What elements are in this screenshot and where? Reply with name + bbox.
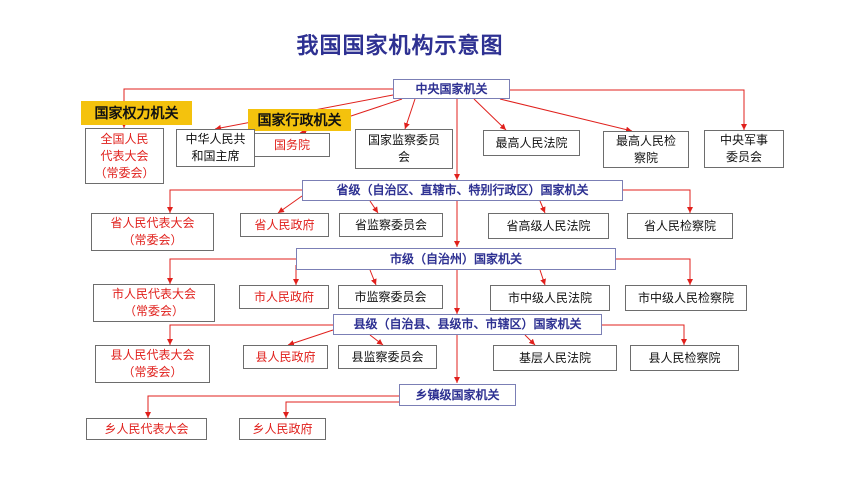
provincial-organs-header: 省级（自治区、直辖市、特别行政区）国家机关 bbox=[302, 180, 623, 201]
connector-central-procuratorate bbox=[499, 98, 633, 133]
county-procuratorate-box: 县人民检察院 bbox=[630, 345, 739, 371]
city-procuratorate-box: 市中级人民检察院 bbox=[625, 285, 747, 311]
connector-central-court bbox=[473, 98, 507, 131]
city-government-box: 市人民政府 bbox=[239, 285, 329, 309]
connector-city-supervision bbox=[369, 269, 377, 286]
county-congress-box: 县人民代表大会 （常委会） bbox=[95, 345, 210, 383]
provincial-supervision-box: 省监察委员会 bbox=[339, 213, 443, 237]
national-supervision-box: 国家监察委员 会 bbox=[355, 129, 453, 169]
connector-county-government bbox=[287, 329, 334, 346]
township-congress-box: 乡人民代表大会 bbox=[86, 418, 207, 440]
connector-county-congress bbox=[167, 324, 333, 345]
connector-county-court bbox=[524, 334, 536, 346]
township-organs-header: 乡镇级国家机关 bbox=[399, 384, 516, 406]
provincial-procuratorate-box: 省人民检察院 bbox=[627, 213, 733, 239]
connector-prov-congress bbox=[167, 189, 302, 213]
connector-county-supervision bbox=[369, 334, 384, 346]
provincial-government-box: 省人民政府 bbox=[240, 213, 329, 237]
state-council-box: 国务院 bbox=[254, 133, 330, 157]
city-congress-box: 市人民代表大会 （常委会） bbox=[93, 284, 215, 322]
connector-prov-supervision bbox=[369, 200, 379, 214]
city-organs-header: 市级（自治州）国家机关 bbox=[296, 248, 616, 270]
basic-court-box: 基层人民法院 bbox=[493, 345, 617, 371]
provincial-high-court-box: 省高级人民法院 bbox=[488, 213, 609, 239]
npc-box: 全国人民 代表大会 （常委会） bbox=[85, 128, 164, 184]
connector-town-congress bbox=[145, 395, 399, 418]
connector-prov-procuratorate bbox=[623, 189, 693, 213]
connector-prov-government bbox=[277, 195, 303, 214]
central-organs-header: 中央国家机关 bbox=[393, 79, 510, 99]
connector-prov-court bbox=[539, 200, 546, 214]
connector-central-military bbox=[510, 89, 747, 130]
county-supervision-box: 县监察委员会 bbox=[338, 345, 437, 369]
president-box: 中华人民共 和国主席 bbox=[176, 129, 255, 167]
township-government-box: 乡人民政府 bbox=[239, 418, 326, 440]
supreme-court-box: 最高人民法院 bbox=[483, 130, 580, 156]
power-organs-label: 国家权力机关 bbox=[81, 101, 192, 125]
city-supervision-box: 市监察委员会 bbox=[338, 285, 443, 309]
connector-city-procuratorate bbox=[616, 258, 693, 285]
admin-organs-label: 国家行政机关 bbox=[248, 109, 351, 131]
connector-county-procuratorate bbox=[602, 324, 687, 345]
connector-town-government bbox=[283, 401, 399, 418]
city-intermediate-court-box: 市中级人民法院 bbox=[490, 285, 610, 311]
county-organs-header: 县级（自治县、县级市、市辖区）国家机关 bbox=[333, 314, 602, 335]
connector-city-court bbox=[539, 269, 546, 286]
provincial-congress-box: 省人民代表大会 （常委会） bbox=[91, 213, 214, 251]
connector-city-congress bbox=[167, 258, 296, 284]
connector-central-supervision bbox=[404, 98, 416, 130]
diagram-title: 我国国家机构示意图 bbox=[296, 34, 504, 59]
central-military-commission-box: 中央军事 委员会 bbox=[704, 130, 784, 168]
supreme-procuratorate-box: 最高人民检 察院 bbox=[603, 131, 689, 168]
county-government-box: 县人民政府 bbox=[243, 345, 328, 369]
